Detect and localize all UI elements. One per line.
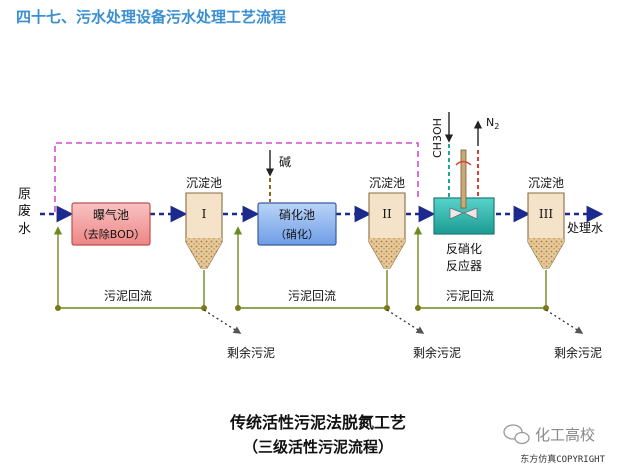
settler-3-numeral: III <box>539 207 553 221</box>
page-title: 四十七、污水处理设备污水处理工艺流程 <box>16 8 286 26</box>
settler-3-label: 沉淀池 <box>528 176 564 190</box>
settler-3: 沉淀池 III <box>527 176 565 269</box>
return-line-3 <box>413 226 547 309</box>
nitrification-tank: 硝化池 （硝化） <box>257 202 337 246</box>
return-sludge-label-3: 污泥回流 <box>446 289 494 303</box>
nitrogen-label: N2 <box>486 116 499 131</box>
excess-sludge-label-3: 剩余污泥 <box>554 345 602 360</box>
junction-nodes <box>55 305 549 311</box>
caption-line-1: 传统活性污泥法脱氮工艺 <box>229 413 406 432</box>
return-sludge-label-1: 污泥回流 <box>104 289 152 303</box>
alkali-label: 碱 <box>279 155 291 169</box>
nitrification-tank-label: 硝化池 <box>279 208 315 222</box>
excess-sludge-lines <box>203 309 584 334</box>
settler-2-numeral: II <box>382 207 392 221</box>
settler-1-label: 沉淀池 <box>186 176 222 190</box>
return-sludge-label-2: 污泥回流 <box>288 289 336 303</box>
aeration-tank-label: 曝气池 <box>93 207 129 222</box>
excess-sludge-label-2: 剩余污泥 <box>413 345 461 360</box>
return-sludge-lines <box>53 226 547 309</box>
reactor-label-line1: 反硝化 <box>446 242 482 256</box>
settler-2: 沉淀池 II <box>368 176 406 269</box>
methanol-label: CH3OH <box>431 118 444 158</box>
caption-line-2: （三级活性污泥流程） <box>243 438 393 456</box>
settler-1-numeral: I <box>202 207 207 221</box>
nitrogen-release: N2 <box>473 116 499 196</box>
settler-1: 沉淀池 I <box>185 176 223 269</box>
outlet-label: 处理水 <box>567 221 603 235</box>
settler-2-label: 沉淀池 <box>369 176 405 190</box>
return-line-2 <box>233 226 388 309</box>
watermark-brand: 化工高校 <box>535 426 595 444</box>
wechat-icon <box>503 424 530 445</box>
excess-sludge-label-1: 剩余污泥 <box>227 345 275 360</box>
watermark: 化工高校 东方仿真COPYRIGHT <box>503 424 606 465</box>
denitrification-reactor: 反硝化 反应器 <box>433 149 495 273</box>
reactor-label-line2: 反应器 <box>446 258 482 273</box>
methanol-feed: CH3OH <box>431 112 454 198</box>
return-line-1 <box>53 226 205 309</box>
aeration-tank: 曝气池 （去除BOD） <box>71 202 151 246</box>
recycle-line <box>54 142 419 212</box>
alkali-feed: 碱 <box>265 150 291 202</box>
aeration-tank-sublabel: （去除BOD） <box>77 227 145 241</box>
inlet-label: 原 废 水 <box>18 187 35 237</box>
watermark-copyright: 东方仿真COPYRIGHT <box>520 453 605 465</box>
nitrification-tank-sublabel: （硝化） <box>275 227 319 241</box>
